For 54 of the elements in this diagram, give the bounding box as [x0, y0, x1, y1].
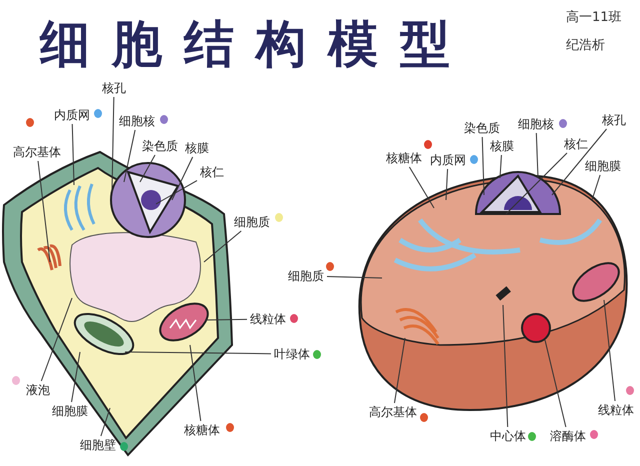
leader-line [124, 130, 136, 182]
leader-line [604, 300, 616, 402]
organelle-label: 内质网 [428, 152, 468, 168]
leader-line [156, 180, 198, 204]
class-and-name-note: 高一11班 [566, 10, 622, 26]
leader-line [482, 136, 484, 196]
leader-line [326, 276, 382, 278]
organelle-label: 核糖体 [384, 150, 424, 166]
leader-line [592, 174, 601, 200]
organelle-label: 核仁 [562, 136, 590, 152]
organelle-label: 内质网 [52, 107, 92, 123]
leader-line [446, 168, 448, 200]
leader-line [552, 128, 608, 196]
leader-line [408, 166, 434, 208]
leader-line [112, 96, 114, 192]
organelle-label: 高尔基体 [10, 144, 64, 160]
leader-line [536, 132, 538, 178]
organelle-label: 细胞质 [286, 268, 326, 284]
organelle-label: 染色质 [140, 138, 180, 154]
organelle-label: 细胞核 [515, 116, 557, 132]
organelle-label: 核孔 [100, 80, 128, 96]
leader-line [38, 160, 50, 262]
organelle-label: 核糖体 [182, 422, 222, 438]
title: 细胞结构模型 [40, 13, 473, 75]
leader-line [124, 352, 272, 354]
leader-line [502, 304, 508, 428]
leader-line [506, 152, 568, 214]
leader-line [172, 156, 194, 200]
leader-line [190, 344, 202, 422]
leader-line [72, 124, 74, 186]
organelle-label: 叶绿体 [272, 346, 312, 362]
leader-line [204, 318, 248, 320]
leader-line [544, 340, 566, 428]
organelle-label: 线粒体 [596, 402, 636, 418]
organelle-label: 中心体 [488, 428, 528, 444]
leader-line [204, 230, 242, 262]
organelle-label: 核仁 [198, 164, 226, 180]
organelle-label: 核膜 [488, 138, 516, 154]
leader-line [71, 352, 80, 402]
organelle-label: 溶酶体 [548, 428, 588, 444]
organelle-label: 细胞膜 [50, 403, 90, 419]
organelle-label: 线粒体 [248, 311, 288, 327]
organelle-label: 液泡 [24, 382, 52, 398]
organelle-label: 细胞核 [116, 113, 158, 129]
organelle-label: 核孔 [600, 112, 628, 128]
leader-line [40, 298, 72, 382]
organelle-label: 核膜 [183, 140, 211, 156]
organelle-label: 染色质 [462, 120, 502, 136]
class-and-name-note: 纪浩析 [566, 38, 605, 54]
organelle-label: 细胞壁 [78, 437, 118, 453]
organelle-label: 高尔基体 [366, 404, 420, 420]
organelle-label: 细胞质 [232, 214, 272, 230]
leader-line [500, 154, 502, 178]
organelle-label: 细胞膜 [582, 158, 624, 174]
